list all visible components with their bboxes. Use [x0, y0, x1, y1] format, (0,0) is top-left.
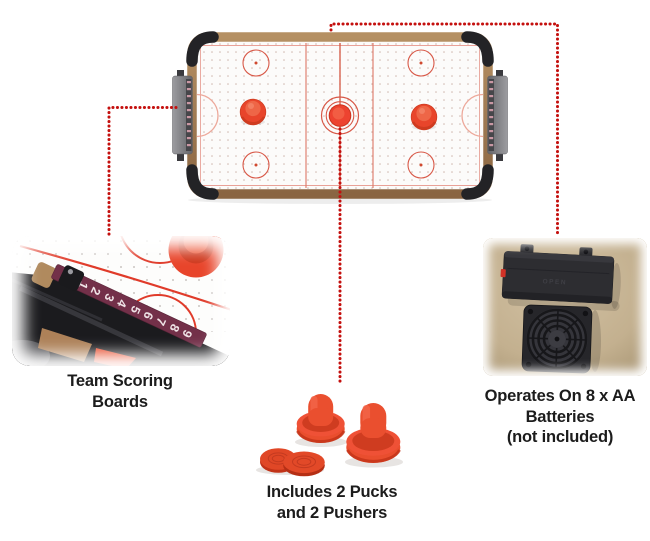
- battery-compartment: OPEN: [500, 244, 615, 304]
- scoring-rail-digits: 1 2 3 4 5 6 7 8 9: [75, 279, 195, 340]
- caption-line: Boards: [92, 392, 148, 411]
- score-ticks-left: [186, 81, 191, 147]
- caption-line: Team Scoring: [67, 372, 173, 390]
- puck-2: [283, 451, 325, 477]
- caption-line: (not included): [506, 428, 614, 446]
- pucks-pushers-photo: [256, 394, 403, 477]
- air-hockey-table-photo: [172, 31, 508, 204]
- caption-line: Operates On 8 x AA: [484, 387, 636, 405]
- pusher-2: [346, 403, 401, 463]
- pusher-closeup: [168, 236, 224, 278]
- scoring-board-closeup-photo: 1 2 3 4 5 6 7 8 9: [12, 236, 230, 366]
- rink-border-line-closeup: [19, 244, 230, 311]
- scoreboard-right: [487, 70, 508, 161]
- caption-batteries: Operates On 8 x AA Batteries (not includ…: [450, 386, 650, 448]
- fan-spokes: [527, 309, 587, 369]
- cooling-fan: [521, 304, 593, 374]
- caption-line: Includes 2 Pucks: [266, 483, 398, 501]
- pusher-1: [296, 394, 346, 444]
- goal-crease-left: [196, 93, 219, 138]
- battery-fan-photo: OPEN: [483, 238, 647, 376]
- caption-team-scoring: Team Scoring Boards: [15, 371, 225, 412]
- faceoff-arc-closeup: [120, 236, 200, 264]
- pusher-left: [239, 98, 267, 126]
- red-trim-detail: [94, 348, 136, 366]
- caption-pucks-pushers: Includes 2 Pucks and 2 Pushers: [237, 482, 427, 523]
- scoring-rail: 1 2 3 4 5 6 7 8 9: [51, 264, 207, 348]
- puck-center: [328, 104, 352, 127]
- pusher-right: [410, 103, 438, 131]
- wood-rail-end: [31, 262, 57, 288]
- caption-line: and 2 Pushers: [276, 503, 388, 522]
- power-switch: [500, 269, 506, 278]
- battery-open-label: OPEN: [542, 278, 567, 286]
- caption-line: Batteries: [525, 407, 595, 426]
- scoreboard-left: [172, 70, 193, 161]
- score-slider: [58, 265, 85, 291]
- wood-leg-detail: [38, 328, 92, 362]
